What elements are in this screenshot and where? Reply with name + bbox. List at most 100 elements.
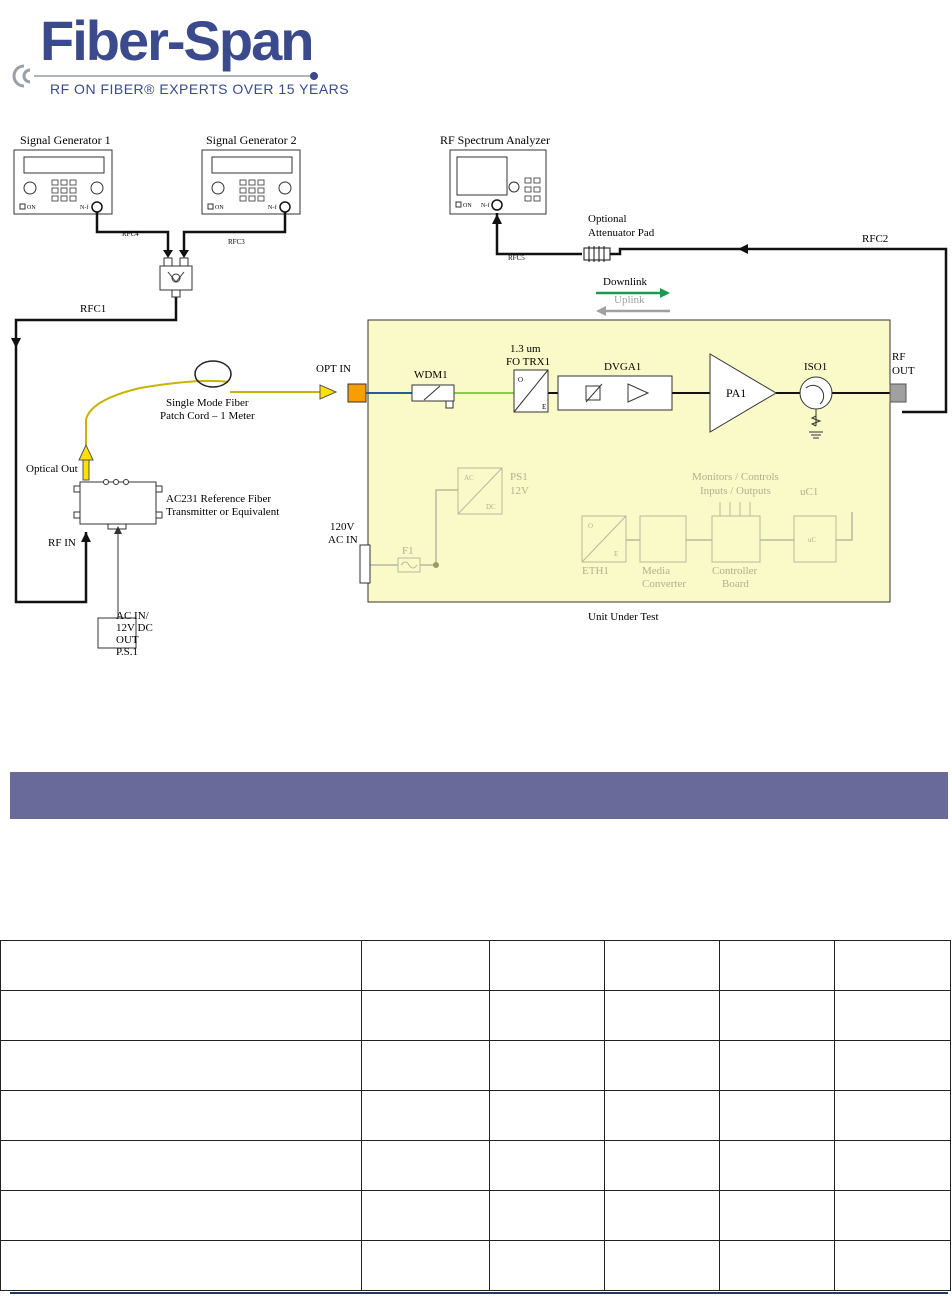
f1-label: F1 bbox=[402, 545, 414, 557]
rfc5-label: RFC5 bbox=[508, 254, 525, 262]
table-cell bbox=[604, 1240, 720, 1291]
table-cell bbox=[0, 1240, 362, 1291]
power-arrowhead bbox=[114, 526, 122, 534]
media-label-2: Converter bbox=[642, 578, 686, 590]
uc1-label: uC1 bbox=[800, 486, 818, 498]
eth1-o-label: O bbox=[588, 522, 593, 530]
rf-in-label: RF IN bbox=[48, 537, 76, 549]
table-cell bbox=[834, 1240, 951, 1291]
table-cell bbox=[489, 990, 605, 1041]
table-cell bbox=[604, 990, 720, 1041]
fiber-span-logo: Fiber-Span RF ON FIBER® EXPERTS OVER 15 … bbox=[12, 9, 349, 97]
ps1-label-2: 12V bbox=[510, 485, 529, 497]
table-cell bbox=[489, 1090, 605, 1141]
rfc3-label: RFC3 bbox=[228, 238, 245, 246]
eth1-e-label: E bbox=[614, 550, 618, 558]
rf-spectrum-analyzer: RF Spectrum Analyzer ON N-f bbox=[440, 133, 550, 215]
table-row bbox=[0, 940, 951, 991]
logo-dot bbox=[310, 72, 318, 80]
junction-dot bbox=[433, 562, 439, 568]
rfc2-label: RFC2 bbox=[862, 233, 888, 245]
ps1-label-1: PS1 bbox=[510, 471, 528, 483]
rf-out-label-1: RF bbox=[892, 351, 905, 363]
table-cell bbox=[0, 1140, 362, 1191]
rfc4-label: RFC4 bbox=[122, 230, 139, 238]
table-cell bbox=[604, 940, 720, 991]
ac-in-label-2: AC IN bbox=[328, 534, 358, 546]
table-cell bbox=[0, 1040, 362, 1091]
table-cell bbox=[719, 990, 835, 1041]
table-cell bbox=[361, 1140, 490, 1191]
unit-under-test-box bbox=[367, 319, 891, 603]
unit-under-test-label: Unit Under Test bbox=[588, 611, 659, 623]
test-setup-diagram: Signal Generator 1 ON N-f Signal Generat… bbox=[11, 133, 948, 658]
uc1-block: uC1 uC bbox=[793, 486, 837, 563]
table-cell bbox=[489, 1190, 605, 1241]
table-row bbox=[0, 1140, 951, 1191]
table-cell bbox=[834, 990, 951, 1041]
table-cell bbox=[361, 940, 490, 991]
rf-cables bbox=[14, 212, 948, 604]
table-row bbox=[0, 1190, 951, 1241]
eth1-label: ETH1 bbox=[582, 565, 609, 577]
logo-tagline: RF ON FIBER® EXPERTS OVER 15 YEARS bbox=[50, 81, 349, 97]
controller-board-block: Monitors / Controls Inputs / Outputs Con… bbox=[692, 471, 779, 590]
sg1-nf-label: N-f bbox=[80, 204, 88, 211]
ps-label-4: P.S.1 bbox=[116, 646, 138, 658]
test-results-table bbox=[0, 940, 951, 1291]
media-converter-block: Media Converter bbox=[639, 515, 687, 590]
signal-generator-2: Signal Generator 2 ON N-f bbox=[201, 133, 301, 215]
table-cell bbox=[604, 1090, 720, 1141]
table-row bbox=[0, 1040, 951, 1091]
trx-label-1: 1.3 um bbox=[510, 343, 541, 355]
table-cell bbox=[719, 1090, 835, 1141]
optical-out-label: Optical Out bbox=[26, 463, 78, 475]
monitors-label-2: Inputs / Outputs bbox=[700, 485, 771, 497]
sa-on-label: ON bbox=[463, 203, 472, 209]
signal-waves-icon bbox=[12, 64, 31, 88]
sg2-on-label: ON bbox=[215, 205, 224, 211]
table-cell bbox=[834, 1190, 951, 1241]
wdm1-label: WDM1 bbox=[414, 369, 448, 381]
table-cell bbox=[834, 1040, 951, 1091]
pa1-label: PA1 bbox=[726, 386, 746, 400]
ps1-dc-label: DC bbox=[486, 503, 496, 511]
cable-arrowheads bbox=[11, 214, 748, 542]
table-cell bbox=[489, 940, 605, 991]
direction-legend: Downlink Uplink bbox=[596, 276, 670, 316]
table-cell bbox=[361, 1090, 490, 1141]
trx-label-2: FO TRX1 bbox=[506, 356, 550, 368]
ps1-block: AC DC PS1 12V bbox=[457, 467, 529, 515]
opt-in-label: OPT IN bbox=[316, 363, 351, 375]
table-cell bbox=[719, 1240, 835, 1291]
ac231-transmitter: AC231 Reference Fiber Transmitter or Equ… bbox=[73, 479, 279, 530]
controller-label-2: Board bbox=[722, 578, 749, 590]
table-cell bbox=[604, 1190, 720, 1241]
iso1-label: ISO1 bbox=[804, 361, 827, 373]
sa-title: RF Spectrum Analyzer bbox=[440, 133, 550, 147]
ac231-label-1: AC231 Reference Fiber bbox=[166, 493, 271, 505]
sa-nf-label: N-f bbox=[481, 202, 489, 209]
table-row bbox=[0, 1090, 951, 1141]
uplink-label: Uplink bbox=[614, 294, 645, 306]
table-cell bbox=[361, 1190, 490, 1241]
table-cell bbox=[361, 1040, 490, 1091]
ps-label-3: OUT bbox=[116, 634, 139, 646]
section-header-bar bbox=[10, 772, 948, 819]
uc-inner-label: uC bbox=[808, 536, 817, 544]
table-cell bbox=[361, 1240, 490, 1291]
ac-in-label-1: 120V bbox=[330, 521, 355, 533]
sg1-on-label: ON bbox=[27, 205, 36, 211]
fiber-label-1: Single Mode Fiber bbox=[166, 397, 249, 409]
pa1-block: PA1 bbox=[709, 353, 777, 433]
table-cell bbox=[834, 1090, 951, 1141]
signal-generator-1: Signal Generator 1 ON N-f bbox=[13, 133, 113, 215]
sg2-title: Signal Generator 2 bbox=[206, 133, 297, 147]
dvga1-label: DVGA1 bbox=[604, 361, 641, 373]
table-cell bbox=[719, 1040, 835, 1091]
fiber-label-2: Patch Cord – 1 Meter bbox=[160, 410, 255, 422]
fo-trx1-block: 1.3 um FO TRX1 O E bbox=[506, 343, 550, 413]
table-cell bbox=[0, 1190, 362, 1241]
controller-label-1: Controller bbox=[712, 565, 758, 577]
table-cell bbox=[489, 1240, 605, 1291]
